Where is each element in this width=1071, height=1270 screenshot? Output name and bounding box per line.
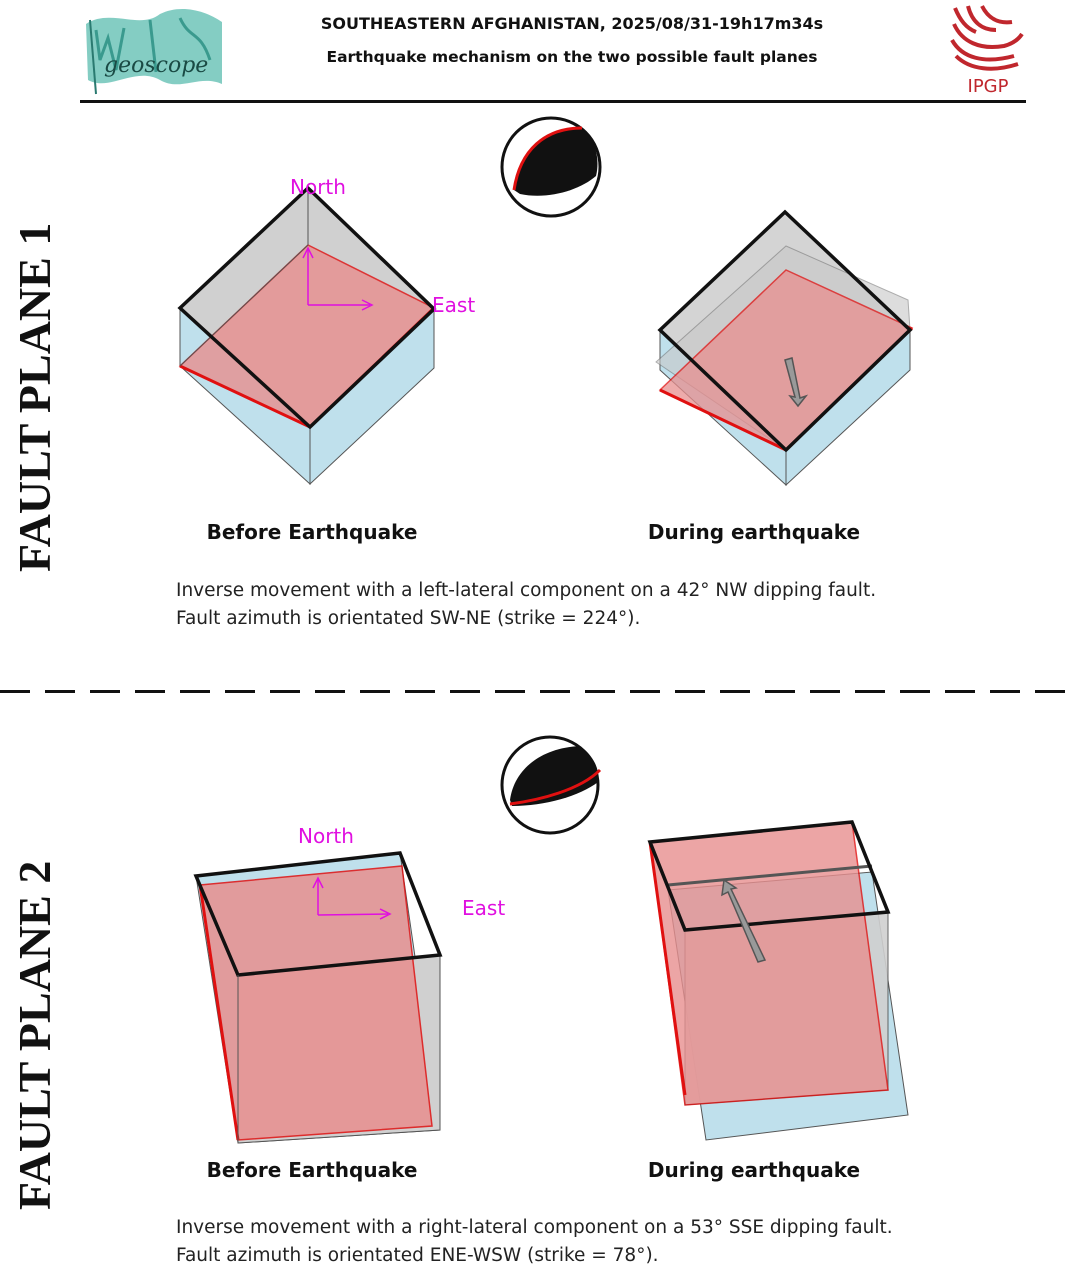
page-subtitle: Earthquake mechanism on the two possible…: [326, 48, 818, 66]
east-label: East: [432, 293, 475, 317]
beachball-fault-plane-1: [500, 116, 602, 218]
before-caption-2: Before Earthquake: [206, 1158, 418, 1182]
north-label: North: [290, 175, 346, 199]
description-2: Inverse movement with a right-lateral co…: [176, 1214, 893, 1270]
beachball-fault-plane-2: [500, 735, 602, 835]
description-1-line-2: Fault azimuth is orientated SW-NE (strik…: [176, 608, 641, 629]
ipgp-logo: IPGP: [950, 5, 1024, 97]
side-label-fault-plane-2: FAULT PLANE 2: [9, 860, 60, 1210]
panel-divider: [0, 690, 1071, 693]
header-rule: [80, 100, 1026, 103]
ipgp-logo-text: IPGP: [968, 76, 1009, 97]
block-before-1: North East: [177, 175, 475, 486]
block-before-2: North East: [193, 824, 505, 1144]
east-label: East: [462, 896, 505, 920]
description-2-line-1: Inverse movement with a right-lateral co…: [176, 1217, 893, 1238]
description-2-line-2: Fault azimuth is orientated ENE-WSW (str…: [176, 1245, 659, 1266]
side-label-fault-plane-1: FAULT PLANE 1: [9, 222, 60, 572]
description-1-line-1: Inverse movement with a left-lateral com…: [176, 580, 877, 601]
geoscope-logo: geoscope: [86, 8, 222, 95]
north-label: North: [298, 824, 354, 848]
page-title: SOUTHEASTERN AFGHANISTAN, 2025/08/31-19h…: [320, 14, 824, 33]
geoscope-logo-text: geoscope: [104, 53, 208, 78]
before-caption-1: Before Earthquake: [206, 520, 418, 544]
during-caption-1: During earthquake: [647, 520, 861, 544]
block-during-1: [655, 209, 914, 487]
during-caption-2: During earthquake: [647, 1158, 861, 1182]
block-during-2: [647, 820, 909, 1141]
description-1: Inverse movement with a left-lateral com…: [176, 577, 876, 633]
